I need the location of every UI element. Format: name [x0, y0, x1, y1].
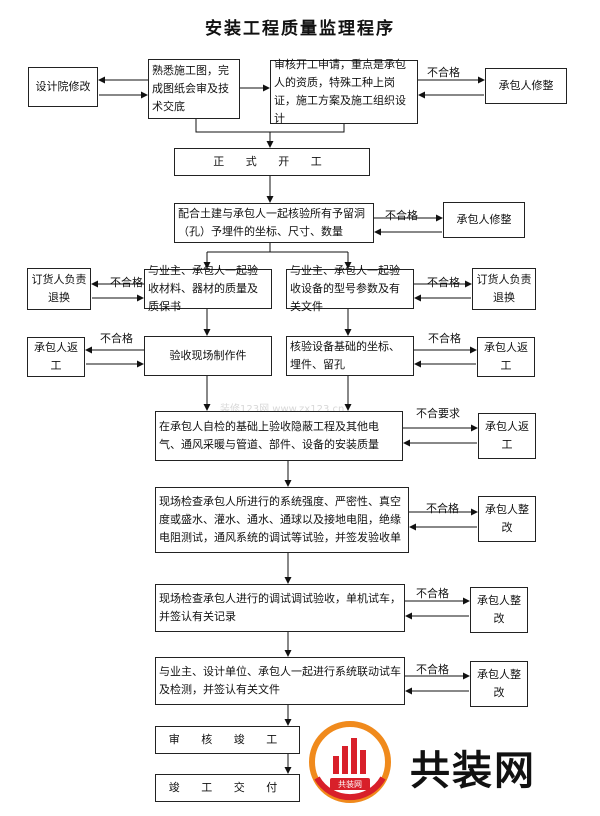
- edge-review-down: [270, 124, 345, 133]
- label-nonconform-installation: 不合要求: [416, 407, 460, 420]
- node-joint-test: 与业主、设计单位、承包人一起进行系统联动试车及检测，并签认有关文件: [155, 657, 405, 705]
- label-fail-equipment: 不合格: [427, 276, 460, 289]
- node-rectify-1: 承包人整改: [478, 496, 536, 542]
- node-accept-fabrication: 验收现场制作件: [144, 336, 272, 376]
- node-verify-foundation: 核验设备基础的坐标、埋件、留孔: [286, 336, 414, 376]
- node-contractor-fix-2: 承包人修整: [443, 202, 525, 238]
- label-fail-materials: 不合格: [110, 276, 143, 289]
- node-supplier-replace-right: 订货人负责退换: [472, 268, 536, 310]
- node-field-debug: 现场检查承包人进行的调试调试验收，单机试车，并签认有关记录: [155, 584, 405, 632]
- label-fail-verify: 不合格: [385, 209, 418, 222]
- page-title: 安装工程质量监理程序: [205, 19, 395, 39]
- watermark-text: 装修123网 www.zx123.cn: [220, 404, 345, 415]
- node-design-revise: 设计院修改: [28, 67, 98, 107]
- node-verify-embedded-parts: 配合土建与承包人一起核验所有予留洞（孔）予埋件的坐标、尺寸、数量: [174, 203, 374, 243]
- label-fail-debug: 不合格: [416, 587, 449, 600]
- label-fail-foundation: 不合格: [428, 332, 461, 345]
- label-fail-fabrication: 不合格: [100, 332, 133, 345]
- edge-familiar-down: [195, 119, 270, 133]
- node-rectify-2: 承包人整改: [470, 587, 528, 633]
- node-supplier-replace-left: 订货人负责退换: [27, 268, 91, 310]
- node-handover: 竣 工 交 付: [155, 774, 300, 802]
- node-rework-right: 承包人返工: [477, 337, 535, 377]
- node-rework-left: 承包人返工: [27, 337, 85, 377]
- node-formal-start: 正 式 开 工: [174, 148, 370, 176]
- node-contractor-fix-1: 承包人修整: [485, 68, 567, 104]
- node-rectify-3: 承包人整改: [470, 661, 528, 707]
- brand-logo-icon: 共装网: [309, 721, 391, 803]
- label-fail-joint: 不合格: [416, 663, 449, 676]
- brand-logo-word: 共装网: [410, 748, 536, 794]
- node-familiarize-drawings: 熟悉施工图，完成图纸会审及技术交底: [148, 59, 240, 119]
- node-inspect-installation: 在承包人自检的基础上验收隐蔽工程及其他电气、通风采暖与管道、部件、设备的安装质量: [155, 411, 403, 461]
- logo-badge-text: 共装网: [338, 779, 362, 789]
- label-fail-review: 不合格: [427, 66, 460, 79]
- node-rework-installation: 承包人返工: [478, 413, 536, 459]
- node-field-tests: 现场检查承包人所进行的系统强度、严密性、真空度或盛水、灌水、通水、通球以及接地电…: [155, 487, 409, 553]
- node-completion-review: 审 核 竣 工: [155, 726, 300, 754]
- node-review-start-application: 审核开工申请，重点是承包人的资质，特殊工种上岗证，施工方案及施工组织设计: [270, 58, 418, 125]
